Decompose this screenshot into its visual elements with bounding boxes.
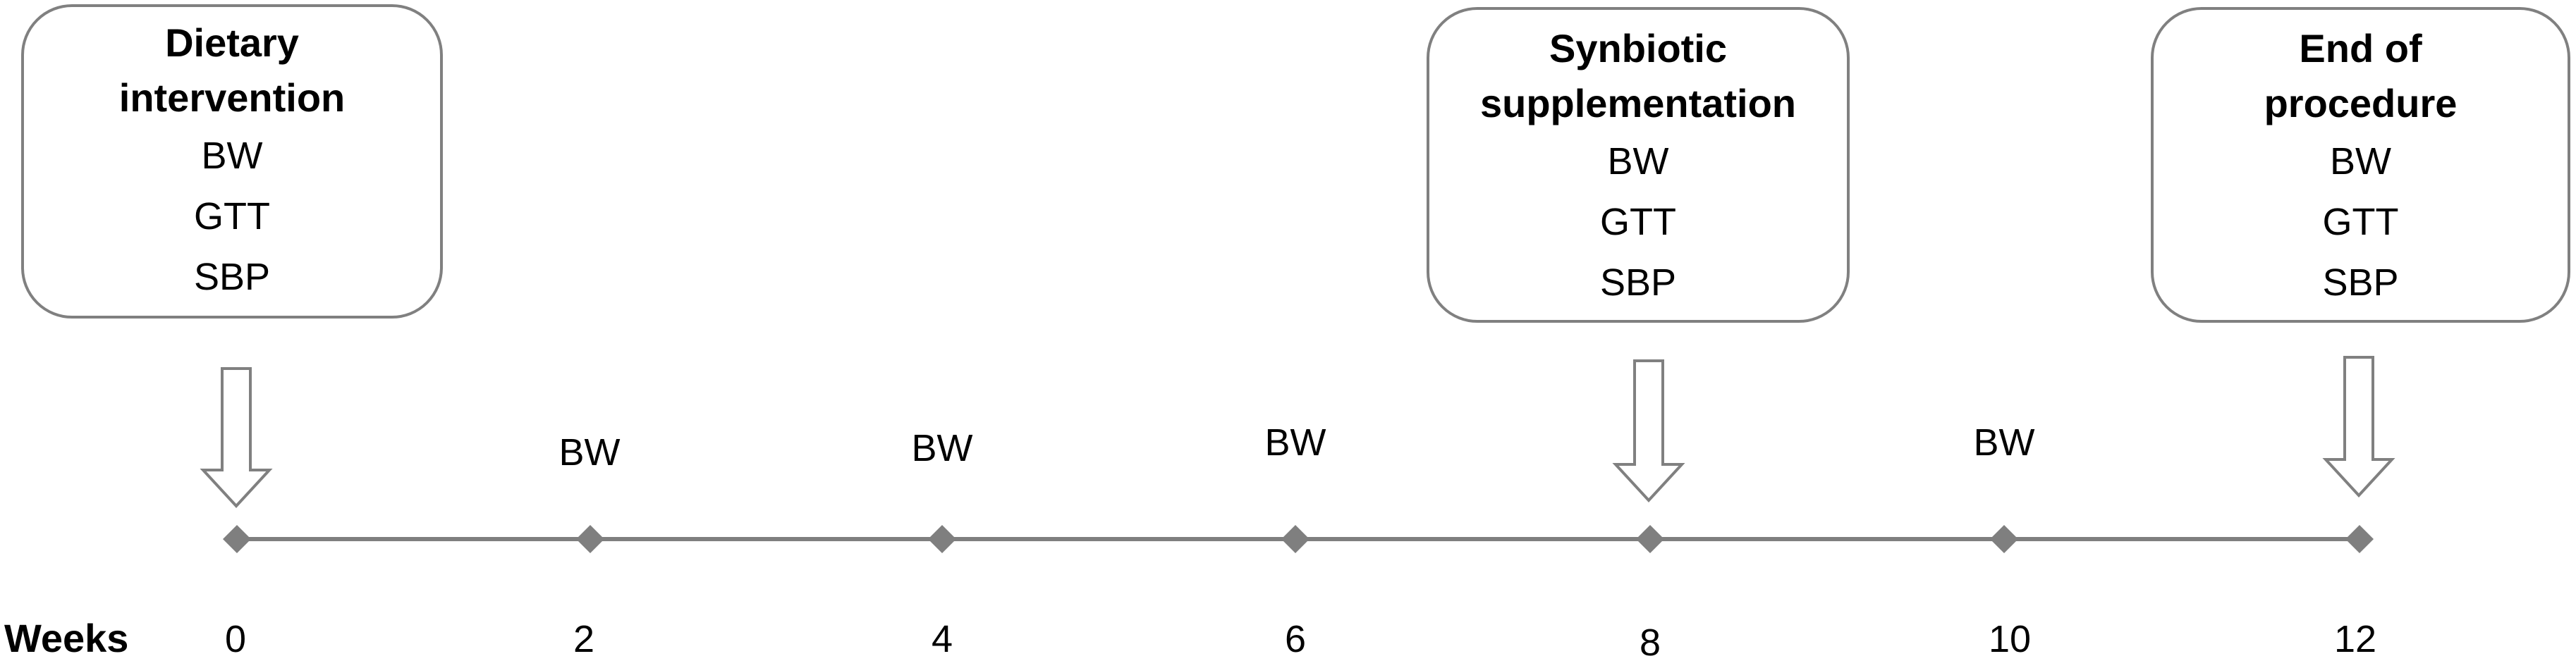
measure-gtt: GTT <box>194 195 270 237</box>
week-tick-12: 12 <box>2334 618 2376 660</box>
week-tick-8: 8 <box>1640 622 1661 661</box>
point-label-week-6: BW <box>1265 421 1326 464</box>
box-end-of-procedure: End of procedure BW GTT SBP <box>2151 7 2570 323</box>
timeline-marker-week-4 <box>928 525 956 553</box>
weeks-axis-label: Weeks <box>4 616 128 660</box>
down-arrow-week-8 <box>1612 359 1685 502</box>
down-arrow-week-0 <box>200 367 273 508</box>
point-label-week-4: BW <box>912 427 973 469</box>
timeline-marker-week-0 <box>223 525 251 553</box>
timeline-marker-week-6 <box>1281 525 1310 553</box>
box-title-line: intervention <box>118 75 346 120</box>
week-tick-10: 10 <box>1989 618 2031 660</box>
week-tick-0: 0 <box>225 618 246 660</box>
timeline-marker-week-2 <box>576 525 604 553</box>
measure-bw: BW <box>1607 140 1669 183</box>
box-synbiotic-supplementation: Synbiotic supplementation BW GTT SBP <box>1427 7 1850 323</box>
timeline-marker-week-12 <box>2345 525 2374 553</box>
box-title-line: Dietary <box>165 20 299 65</box>
week-tick-2: 2 <box>573 618 594 660</box>
timeline-marker-week-10 <box>1990 525 2018 553</box>
measure-sbp: SBP <box>1599 261 1677 304</box>
box-dietary-intervention: Dietary intervention BW GTT SBP <box>21 4 443 319</box>
measure-sbp: SBP <box>2322 261 2399 304</box>
box-title-line: procedure <box>2264 81 2458 125</box>
measure-bw: BW <box>2330 140 2391 183</box>
box-title-line: Synbiotic <box>1549 26 1728 70</box>
measure-bw: BW <box>201 135 263 177</box>
measure-gtt: GTT <box>2322 201 2399 243</box>
box-title-line: End of <box>2299 26 2422 70</box>
week-tick-4: 4 <box>932 618 953 660</box>
timeline-markers <box>223 525 2374 553</box>
measure-gtt: GTT <box>1600 201 1676 243</box>
week-tick-6: 6 <box>1285 618 1306 660</box>
point-label-week-10: BW <box>1974 421 2035 464</box>
measure-sbp: SBP <box>193 256 271 298</box>
box-title-line: supplementation <box>1479 81 1797 125</box>
down-arrow-week-12 <box>2322 356 2395 498</box>
timeline-marker-week-8 <box>1636 525 1664 553</box>
point-label-week-2: BW <box>559 431 621 474</box>
